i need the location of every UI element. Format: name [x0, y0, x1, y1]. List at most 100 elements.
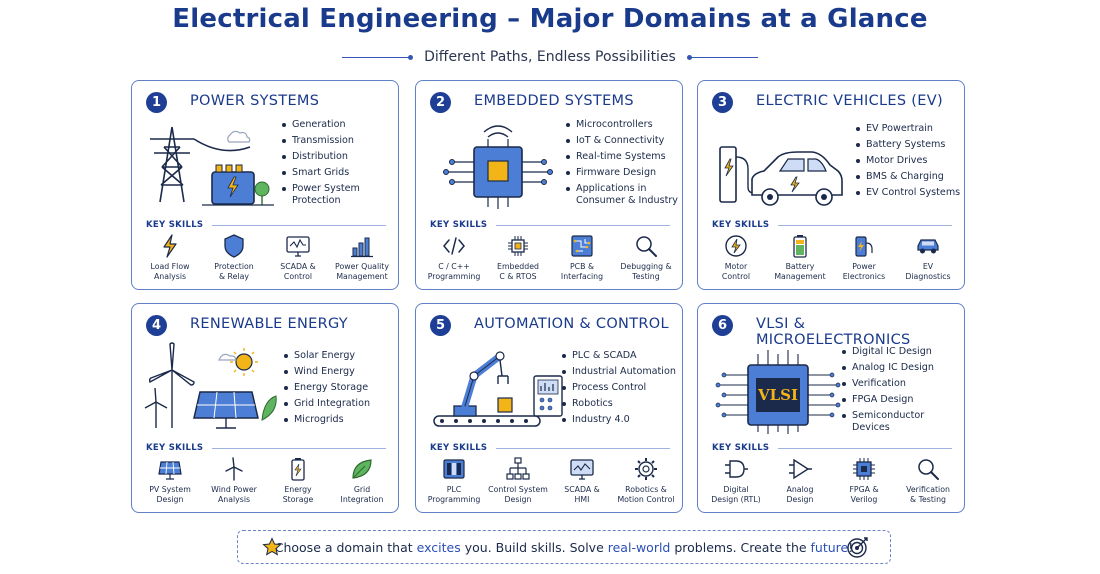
bullet-item: BMS & Charging [856, 171, 972, 183]
card-title: EMBEDDED SYSTEMS [474, 93, 634, 109]
skill-item: Robotics & Motion Control [614, 456, 678, 512]
magnifier-icon [918, 459, 939, 480]
skill-item: PLC Programming [422, 456, 486, 512]
bullet-item: Process Control [562, 382, 678, 394]
skill-item: Power Quality Management [330, 233, 394, 289]
skill-item: FPGA & Verilog [832, 456, 896, 512]
hierarchy-icon [506, 457, 530, 480]
key-skills-divider [212, 448, 386, 449]
card-embedded-systems: 2 EMBEDDED SYSTEMS Microcontrollers IoT … [415, 80, 683, 290]
skill-label: C / C++ Programming [427, 262, 481, 281]
skill-label: SCADA & HMI [564, 485, 600, 504]
skill-item: Analog Design [768, 456, 832, 512]
bullet-item: Digital IC Design [842, 346, 958, 358]
bullet-item: Semiconductor Devices [842, 410, 958, 435]
bullet-item: Microgrids [284, 414, 400, 426]
footer-highlight: future [810, 539, 849, 555]
footer-highlight: excites [416, 539, 461, 555]
skills-row: Digital Design (RTL) Analog Design FPGA … [704, 456, 958, 512]
transmission-tower-icon [150, 126, 274, 206]
key-skills-label: KEY SKILLS [712, 443, 770, 453]
skill-label: EV Diagnostics [905, 262, 951, 281]
card-automation-control: 5 AUTOMATION & CONTROL PLC & SCADA Indus… [415, 303, 683, 513]
skill-label: Motor Control [721, 262, 751, 281]
bullet-item: EV Powertrain [856, 123, 972, 135]
footer-banner: Choose a domain that excites you. Build … [237, 530, 891, 564]
subtitle-divider-left [342, 54, 414, 60]
skill-label: FPGA & Verilog [849, 485, 879, 504]
bullet-item: FPGA Design [842, 394, 958, 406]
skill-label: Energy Storage [282, 485, 314, 504]
card-number: 5 [430, 315, 451, 336]
bullet-item: Transmission [282, 135, 398, 147]
magnifier-icon [636, 236, 657, 257]
bullet-item: Microcontrollers [566, 119, 682, 131]
skill-label: Embedded C & RTOS [497, 262, 539, 281]
skill-item: SCADA & HMI [550, 456, 614, 512]
skill-label: Wind Power Analysis [211, 485, 257, 504]
bullet-item: Analog IC Design [842, 362, 958, 374]
skill-item: C / C++ Programming [422, 233, 486, 289]
subtitle-row: Different Paths, Endless Possibilities [0, 46, 1100, 68]
electric-car-icon [719, 146, 843, 206]
card-title: RENEWABLE ENERGY [190, 316, 348, 332]
skill-item: Load Flow Analysis [138, 233, 202, 289]
bullet-item: Grid Integration [284, 398, 400, 410]
key-skills-divider [496, 448, 670, 449]
skill-label: PV System Design [149, 485, 191, 504]
wind-solar-icon [144, 342, 277, 429]
card-number: 4 [146, 315, 167, 336]
chip-icon [508, 236, 528, 256]
card-bullets: PLC & SCADA Industrial Automation Proces… [562, 350, 678, 430]
skill-item: Protection & Relay [202, 233, 266, 289]
vlsi-chip-icon: VLSI [708, 340, 848, 435]
key-skills-divider [778, 225, 952, 226]
key-skills-label: KEY SKILLS [146, 220, 204, 230]
card-renewable-energy: 4 RENEWABLE ENERGY Solar Energy Wind Ene… [131, 303, 399, 513]
bullet-item: Industry 4.0 [562, 414, 678, 426]
card-title: VLSI & MICROELECTRONICS [756, 316, 911, 348]
card-number: 2 [430, 92, 451, 113]
subtitle-divider-right [686, 54, 758, 60]
page-title: Electrical Engineering – Major Domains a… [172, 4, 928, 34]
skill-item: Grid Integration [330, 456, 394, 512]
skill-item: Verification & Testing [896, 456, 960, 512]
skill-item: Debugging & Testing [614, 233, 678, 289]
skill-label: Robotics & Motion Control [617, 485, 675, 504]
bullet-item: Verification [842, 378, 958, 390]
bullet-item: Distribution [282, 151, 398, 163]
vlsi-chip-pins [715, 350, 841, 434]
skill-item: Motor Control [704, 233, 768, 289]
solar-panel-icon [158, 461, 182, 480]
key-skills-divider [212, 225, 386, 226]
skill-item: Wind Power Analysis [202, 456, 266, 512]
bullet-item: Real-time Systems [566, 151, 682, 163]
skill-label: Battery Management [774, 262, 826, 281]
skill-item: Control System Design [486, 456, 550, 512]
card-bullets: Generation Transmission Distribution Sma… [282, 119, 398, 211]
key-skills-divider [778, 448, 952, 449]
skills-row: PV System Design Wind Power Analysis Ene… [138, 456, 392, 512]
key-skills-divider [496, 225, 670, 226]
pcb-icon [571, 235, 593, 257]
card-bullets: Microcontrollers IoT & Connectivity Real… [566, 119, 682, 211]
car-icon [917, 239, 939, 254]
battery-icon [291, 458, 305, 481]
code-icon [443, 237, 465, 255]
card-bullets: EV Powertrain Battery Systems Motor Driv… [856, 123, 972, 203]
card-number: 1 [146, 92, 167, 113]
skill-label: Power Quality Management [335, 262, 389, 281]
plc-icon [443, 459, 465, 479]
robot-arm-icon [433, 351, 563, 427]
skill-label: PLC Programming [427, 485, 481, 504]
bullet-item: PLC & SCADA [562, 350, 678, 362]
chip-icon [853, 458, 875, 480]
bullet-item: Applications in Consumer & Industry [566, 183, 682, 208]
skill-item: Energy Storage [266, 456, 330, 512]
skill-label: PCB & Interfacing [560, 262, 604, 281]
skill-label: Protection & Relay [214, 262, 254, 281]
star-icon [262, 537, 282, 556]
skill-item: Embedded C & RTOS [486, 233, 550, 289]
skill-item: Power Electronics [832, 233, 896, 289]
key-skills-label: KEY SKILLS [712, 220, 770, 230]
